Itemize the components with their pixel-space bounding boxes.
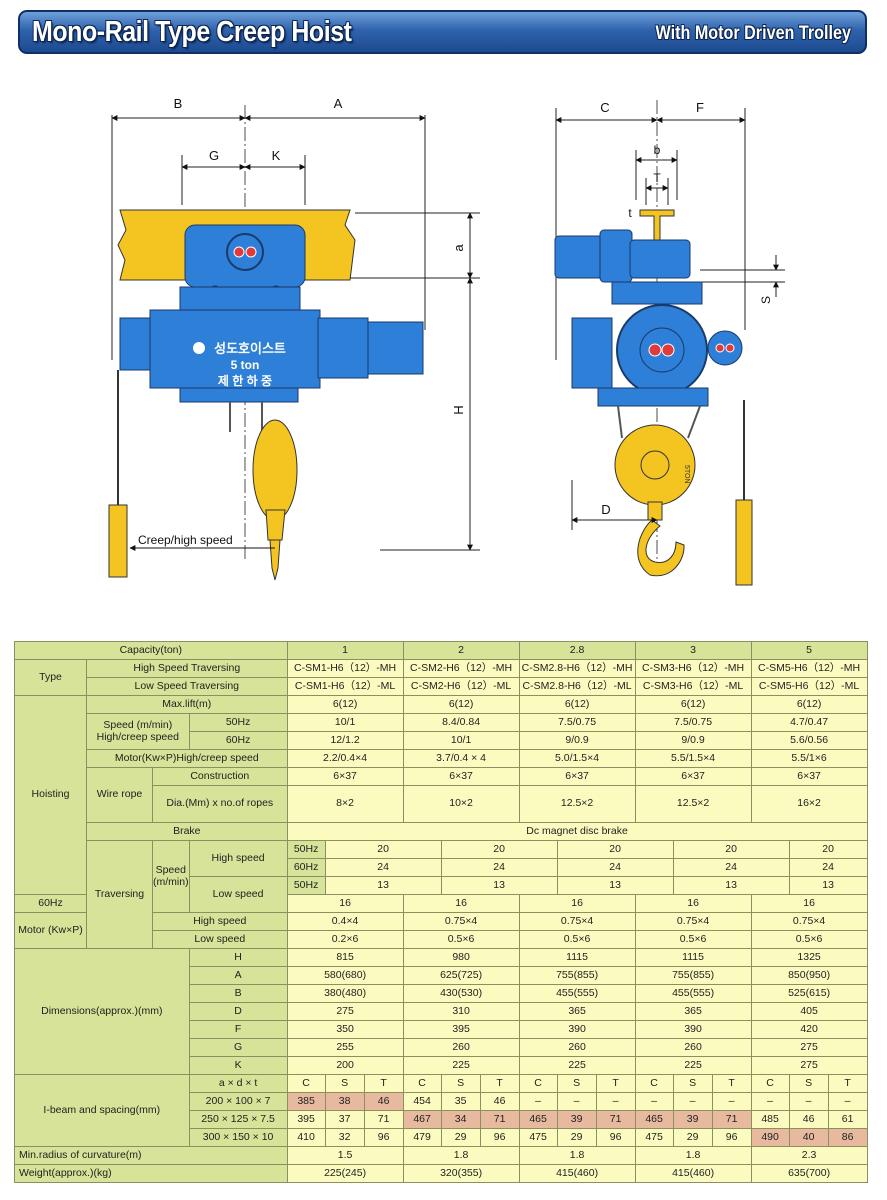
dim-a: a xyxy=(451,244,466,252)
row-type-low: Low Speed Traversing C-SM1-H6（12）-ML C-S… xyxy=(15,677,868,696)
hoisting-label: Hoisting xyxy=(14,695,87,895)
type-label: Type xyxy=(14,659,87,696)
row-tl60: 60Hz 16 16 16 16 16 xyxy=(14,894,868,913)
dim-G: G xyxy=(209,148,219,163)
row-ibeam-300: 300 × 150 × 10 410 32 96 479 29 96 475 2… xyxy=(15,1128,868,1147)
ibeam-label: I-beam and spacing(mm) xyxy=(14,1074,190,1147)
row-ibeam-250: 250 × 125 × 7.5 395 37 71 467 34 71 465 … xyxy=(15,1110,868,1129)
page-title: Mono-Rail Type Creep Hoist xyxy=(32,16,352,48)
row-ibeam-200: 200 × 100 × 7 385 38 46 454 35 46 – – – … xyxy=(15,1092,868,1111)
radius-label: Min.radius of curvature(m) xyxy=(14,1146,288,1165)
weight-label: Weight(approx.)(kg) xyxy=(14,1164,288,1183)
front-view: B A G K a H 성도호이스트 5 ton 제 한 하 중 xyxy=(108,96,480,581)
dim-S: S xyxy=(759,296,773,304)
row-hspeed-50: Speed (m/min) High/creep speed 50Hz 10/1… xyxy=(15,713,868,750)
row-type-high: Type High Speed Traversing C-SM1-H6（12）-… xyxy=(14,659,868,696)
row-brake: Brake Dc magnet disc brake xyxy=(15,822,868,841)
title-banner: Mono-Rail Type Creep Hoist With Motor Dr… xyxy=(18,10,867,54)
row-construction: Wire rope Construction 6×37 6×37 6×37 6×… xyxy=(15,767,868,823)
plate-line-2: 5 ton xyxy=(231,358,260,372)
row-dim-H: Dimensions(approx.)(mm) H 815 980 1115 1… xyxy=(14,948,868,1075)
traversing-label: Traversing xyxy=(86,840,153,949)
plate-line-1: 성도호이스트 xyxy=(214,341,286,356)
side-view: C F b T t S xyxy=(554,100,785,586)
dim-b: b xyxy=(654,143,661,157)
row-tm-high: Motor (Kw×P) High speed 0.4×4 0.75×4 0.7… xyxy=(14,912,868,949)
capacity-label: Capacity(ton) xyxy=(14,641,288,660)
row-dim-A: A 580(680) 625(725) 755(855) 755(855) 85… xyxy=(15,966,868,985)
row-maxlift: Hoisting Max.lift(m) 6(12) 6(12) 6(12) 6… xyxy=(14,695,868,895)
hoist-diagram: B A G K a H 성도호이스트 5 ton 제 한 하 중 xyxy=(108,96,785,586)
dimensions-label: Dimensions(approx.)(mm) xyxy=(14,948,190,1075)
plate-line-3: 제 한 하 중 xyxy=(218,373,272,388)
dim-F: F xyxy=(696,100,704,115)
spec-table: Capacity(ton) 1 2 2.8 3 5 Type High Spee… xyxy=(14,641,868,1183)
row-dim-K: K 200 225 225 225 275 xyxy=(15,1056,868,1075)
row-th50: Traversing Speed (m/min) High speed 50Hz… xyxy=(15,840,868,949)
row-capacity: Capacity(ton) 1 2 2.8 3 5 xyxy=(14,641,868,660)
row-th60: 60Hz 24 24 24 24 24 xyxy=(15,858,868,877)
row-dim-F: F 350 395 390 390 420 xyxy=(15,1020,868,1039)
dim-K: K xyxy=(272,148,281,163)
row-hspeed-60: 60Hz 12/1.2 10/1 9/0.9 9/0.9 5.6/0.56 xyxy=(15,731,868,750)
row-dim-G: G 255 260 260 260 275 xyxy=(15,1038,868,1057)
dim-D: D xyxy=(601,502,610,517)
dim-T: T xyxy=(653,171,661,185)
dim-t: t xyxy=(628,206,632,220)
row-radius: Min.radius of curvature(m) 1.5 1.8 1.8 1… xyxy=(14,1146,868,1165)
dim-B: B xyxy=(174,96,183,111)
row-dim-B: B 380(480) 430(530) 455(555) 455(555) 52… xyxy=(15,984,868,1003)
hook-text: 5TON xyxy=(683,465,690,484)
row-motor: Motor(Kw×P)High/creep speed 2.2/0.4×4 3.… xyxy=(15,749,868,768)
creep-label: Creep/high speed xyxy=(138,533,233,547)
dim-H: H xyxy=(451,405,466,414)
row-dia: Dia.(Mm) x no.of ropes 8×2 10×2 12.5×2 1… xyxy=(15,785,868,823)
page-subtitle: With Motor Driven Trolley xyxy=(655,23,851,44)
dim-C: C xyxy=(600,100,609,115)
row-tl50: Low speed 50Hz 13 13 13 13 13 xyxy=(15,876,868,913)
row-tm-low: Low speed 0.2×6 0.5×6 0.5×6 0.5×6 0.5×6 xyxy=(15,930,868,949)
dim-A: A xyxy=(334,96,343,111)
row-weight: Weight(approx.)(kg) 225(245) 320(355) 41… xyxy=(14,1164,868,1183)
